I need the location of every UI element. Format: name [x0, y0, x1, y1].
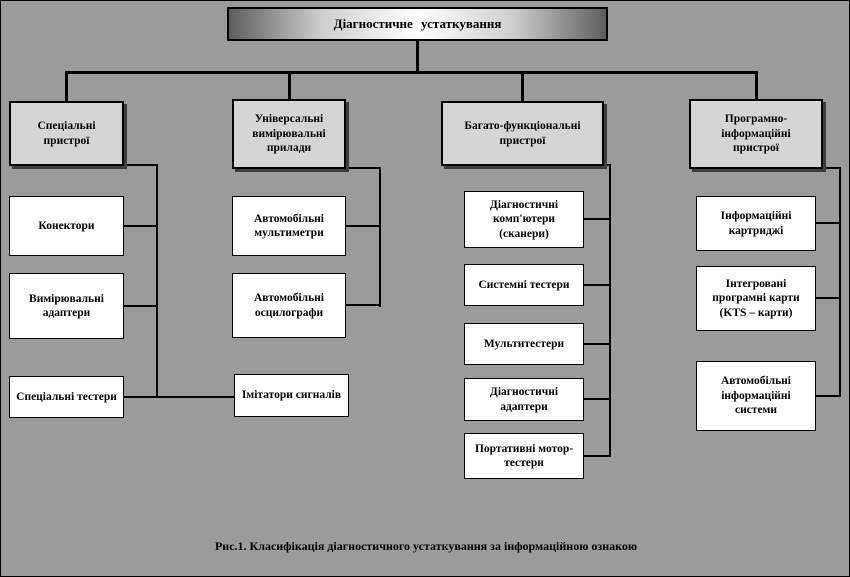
connector-branch2-stub-1	[346, 225, 379, 227]
leaf-box-ostsylohrafy: Автомобільні осцилографи	[232, 273, 346, 338]
connector-branch3-stub-1	[584, 218, 609, 220]
category-box-special: Спеціальні пристрої	[9, 101, 124, 166]
connector-branch2-stub-2	[346, 304, 379, 306]
leaf-box-informatsiini-kartrydzhi: Інформаційні картриджі	[696, 196, 816, 251]
connector-branch1-stub-2	[124, 305, 156, 307]
connector-branch4-elbow	[823, 167, 841, 169]
connector-branch3-trunk	[609, 164, 611, 457]
connector-branch1-stub-1	[124, 225, 156, 227]
leaf-box-diagnostychni-adaptery: Діагностичні адаптери	[464, 378, 584, 421]
connector-branch1-elbow	[124, 164, 158, 166]
connector-branch3-stub-5	[584, 455, 609, 457]
connector-branch2-elbow	[346, 167, 381, 169]
root-box: Діагностичне устаткування	[227, 7, 608, 41]
leaf-box-diagnostychni-kompiutery: Діагностичні комп'ютери (сканери)	[464, 191, 584, 248]
figure-caption: Рис.1. Класифікація діагностичного устат…	[214, 539, 638, 553]
connector-main-horizontal	[65, 71, 758, 74]
leaf-box-vymiriuvalni-adaptery: Вимірювальні адаптери	[9, 273, 124, 339]
leaf-box-imitatory-syhnaliv: Імітатори сигналів	[234, 374, 349, 417]
leaf-box-spetsialni-testery: Спеціальні тестери	[9, 376, 124, 418]
connector-drop-branch-1	[65, 71, 68, 101]
connector-branch4-trunk	[839, 167, 841, 397]
category-box-software-info: Програмно-інформаційні пристрої	[689, 99, 823, 169]
connector-branch1-stub-3	[124, 396, 234, 398]
connector-branch2-trunk	[379, 167, 381, 307]
leaf-box-multytestery: Мультитестери	[464, 323, 584, 365]
connector-branch3-elbow	[602, 164, 611, 166]
connector-branch3-stub-3	[584, 343, 609, 345]
connector-branch4-stub-2	[816, 297, 839, 299]
connector-branch3-stub-4	[584, 398, 609, 400]
connector-branch4-stub-3	[816, 395, 839, 397]
leaf-box-multymetry: Автомобільні мультиметри	[232, 196, 346, 256]
connector-drop-branch-3	[521, 71, 524, 101]
connector-drop-branch-2	[288, 71, 291, 99]
connector-branch4-stub-1	[816, 222, 839, 224]
category-box-universal: Універсальні вимірювальні прилади	[232, 99, 346, 169]
leaf-box-motor-testery: Портативні мотор-тестери	[464, 433, 584, 479]
category-box-multifunctional: Багато-функціональні пристрої	[441, 101, 604, 166]
connector-drop-branch-4	[755, 71, 758, 99]
connector-branch1-trunk	[156, 164, 158, 398]
connector-branch3-stub-2	[584, 284, 609, 286]
leaf-box-systemni-testery: Системні тестери	[464, 264, 584, 306]
connector-root-drop	[416, 41, 419, 71]
leaf-box-informatsiini-systemy: Автомобільні інформаційні системи	[696, 361, 816, 431]
leaf-box-konektory: Конектори	[9, 196, 124, 256]
leaf-box-kts-karty: Інтегровані програмні карти (KTS – карти…	[696, 266, 816, 331]
